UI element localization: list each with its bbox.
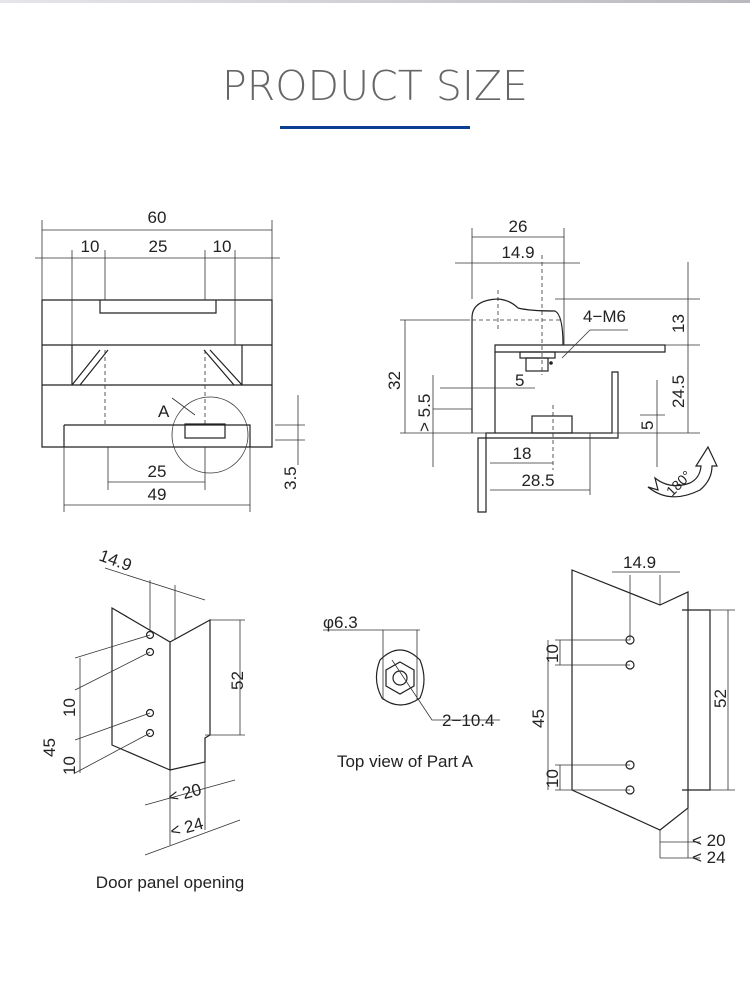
dim-bottom-total: 49 (148, 485, 167, 504)
dim-hole-offset: 14.9 (501, 243, 534, 262)
part-a-label: A (158, 402, 170, 421)
dim-left: 10 (81, 237, 100, 256)
door-panel-view: 14.9 52 10 45 10 < 20 < 24 Door panel op… (40, 546, 247, 892)
dim-middle: 25 (149, 237, 168, 256)
dim-thickness-1: < 20 (692, 831, 726, 850)
dim-spacing-top: 10 (60, 698, 79, 717)
dim-height: 52 (711, 689, 730, 708)
dim-thickness-1: < 20 (166, 780, 203, 807)
dim-bottom-inner: 25 (148, 462, 167, 481)
dim-span: 45 (40, 738, 59, 757)
title-underline (280, 126, 470, 129)
dim-gap: 5 (515, 371, 524, 390)
dim-min-gap: > 5.5 (415, 394, 434, 432)
dim-bottom-total: 28.5 (521, 471, 554, 490)
part-a-view: φ6.3 2−10.4 Top view of Part A (323, 613, 500, 771)
dim-width: 26 (509, 217, 528, 236)
dim-span: 45 (529, 709, 548, 728)
dim-spacing-top: 10 (543, 644, 562, 663)
dim-offset: 3.5 (281, 466, 300, 490)
rotation-arrow-icon (647, 445, 718, 498)
dim-thickness-2: < 24 (168, 814, 205, 841)
dim-top-height: 13 (669, 314, 688, 333)
part-a-caption: Top view of Part A (337, 752, 474, 771)
dim-hole-offset: 14.9 (97, 546, 135, 575)
dim-height: 52 (228, 671, 247, 690)
dim-spacing-bottom: 10 (60, 756, 79, 775)
page-title: PRODUCT SIZE (222, 62, 528, 110)
dim-lower-height: 24.5 (669, 375, 688, 408)
front-view: 60 10 25 10 25 49 3.5 A (35, 208, 305, 512)
dim-right: 10 (213, 237, 232, 256)
dim-total-width: 60 (148, 208, 167, 227)
dim-bottom-inner: 18 (513, 444, 532, 463)
part-a-slot: 2−10.4 (442, 711, 494, 730)
side-view: 26 14.9 4−M6 32 > 5.5 5 13 24.5 5 18 28.… (385, 217, 718, 513)
dim-hole-offset: 14.9 (623, 553, 656, 572)
thread-label: 4−M6 (583, 307, 626, 326)
dim-spacing-bottom: 10 (543, 769, 562, 788)
part-a-diameter: φ6.3 (323, 613, 358, 632)
dim-height: 32 (385, 371, 404, 390)
frame-view: 14.9 10 45 10 52 < 20 < 24 (529, 553, 735, 867)
dim-thickness-2: < 24 (692, 848, 726, 867)
top-divider (0, 0, 750, 3)
door-panel-caption: Door panel opening (96, 873, 244, 892)
dim-right-gap: 5 (638, 421, 657, 430)
